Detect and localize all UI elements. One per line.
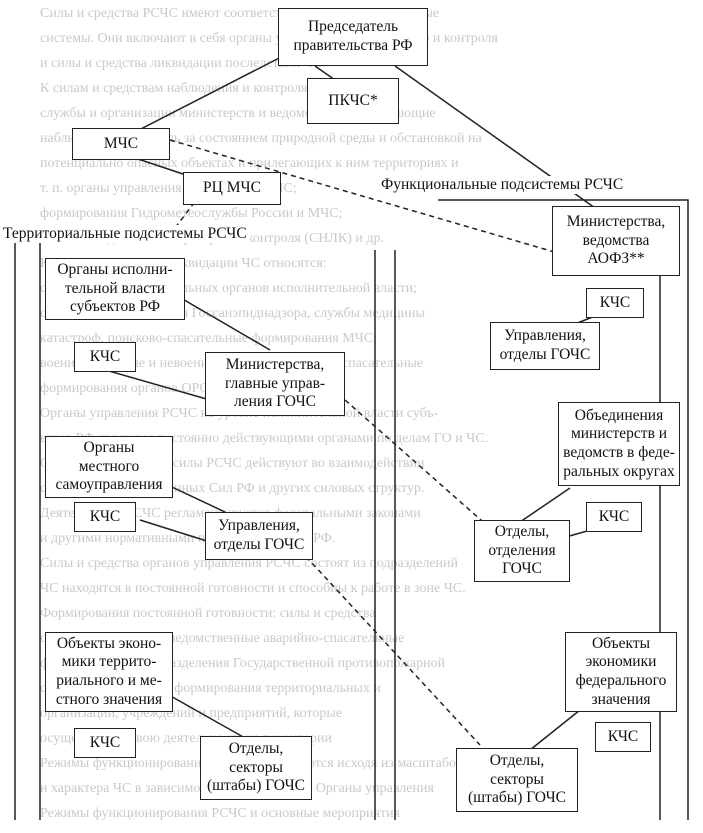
departments-gochs-box: Управления, отделы ГОЧС [490,322,600,370]
functional-subsystems-label: Функциональные подсистемы РСЧС [378,176,627,194]
otdely-gochs-box: Отделы, отделения ГОЧС [474,520,570,582]
mchs-box: МЧС [72,128,170,160]
dashed-main-otdely [344,399,491,529]
line-kchs-ministries-main [94,366,211,401]
ministries-main-gochs-box: Министерства, главные управ- ления ГОЧС [205,352,345,416]
line-assoc-otdely [519,487,571,523]
ministries-aofz-box: Министерства, ведомства АОФЗ** [552,206,680,276]
economy-territorial-box: Объекты эконо- мики террито- риального и… [45,632,173,712]
sectors-gochs-box: Отделы, секторы (штабы) ГОЧС [200,736,312,800]
kchs-box: КЧС [586,502,642,532]
line-econ-sectors [159,689,246,739]
line-chairman-mchs [134,54,286,133]
chairman-box: Председатель правительства РФ [278,8,428,66]
functional-frame [438,199,689,820]
rc-mchs-box: РЦ МЧС [183,172,281,205]
economy-federal-box: Объекты экономики федерального значения [565,632,677,712]
sectors-gochs-box: Отделы, секторы (штабы) ГОЧС [456,748,578,812]
associations-box: Объединения министерств и ведомств в фед… [558,402,680,486]
kchs-box: КЧС [586,288,644,318]
line-econ-sectors-federal [529,705,586,751]
territorial-subsystems-label: Территориальные подсистемы РСЧС [0,225,250,243]
dashed-mchs-ministries [169,139,576,259]
pkchs-box: ПКЧС* [307,78,399,124]
dashed-departments-sectors [299,549,481,746]
line-chairman-pkchs [314,65,336,81]
local-government-box: Органы местного самоуправления [45,436,173,498]
kchs-box: КЧС [74,342,136,372]
line-kchs-departments [139,519,211,543]
kchs-box: КЧС [595,722,651,752]
departments-gochs-box: Управления, отделы ГОЧС [205,512,313,560]
dashed-rc-territorial [174,194,201,229]
kchs-box: КЧС [74,502,136,532]
kchs-box: КЧС [74,728,136,758]
regional-executive-box: Органы исполни- тельной власти субъектов… [45,258,185,320]
